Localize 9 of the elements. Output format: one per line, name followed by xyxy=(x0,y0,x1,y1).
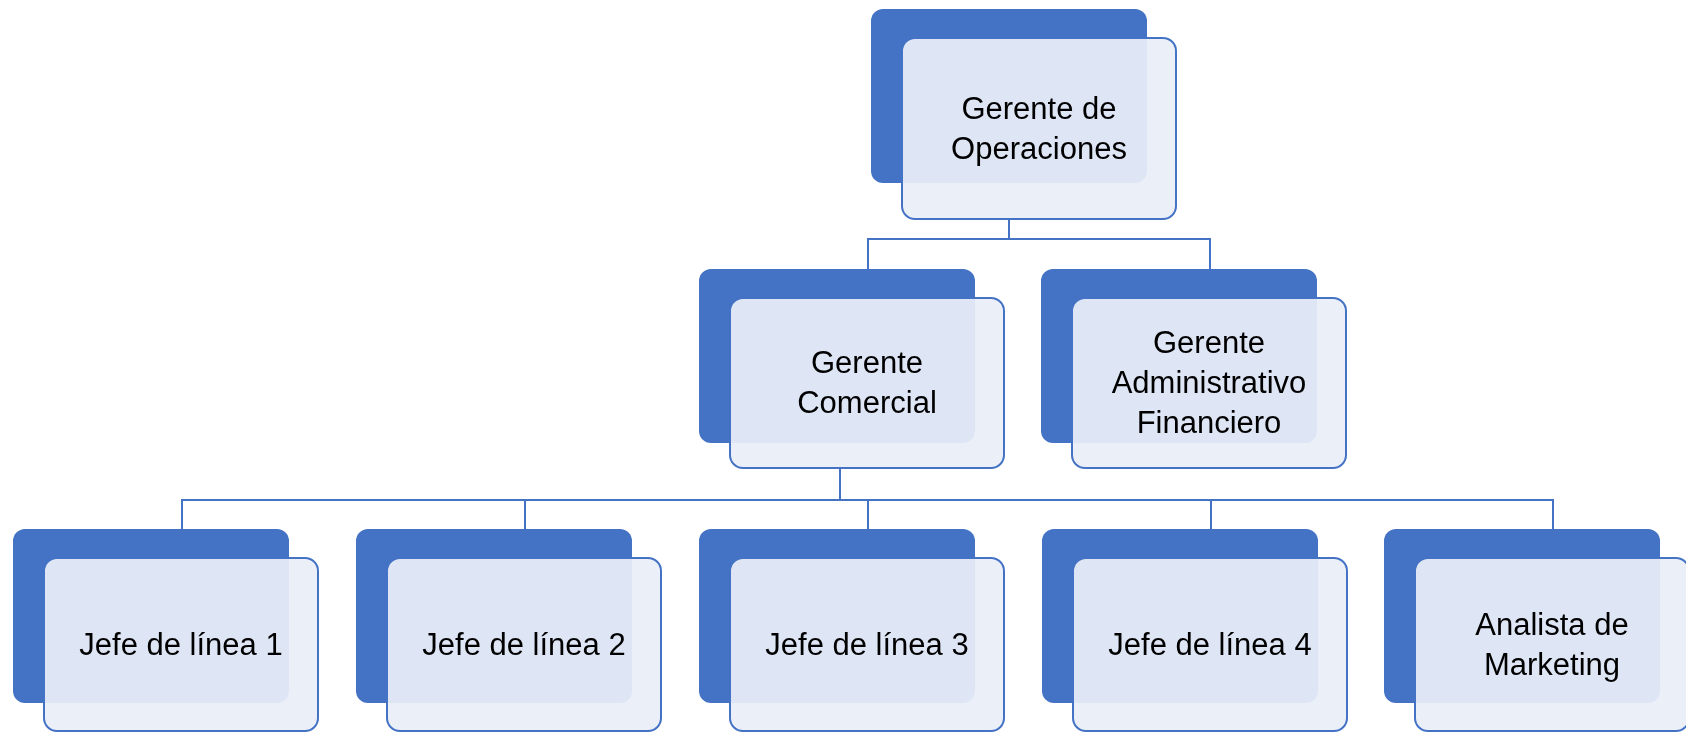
position-title: Gerente de Operaciones xyxy=(950,89,1128,168)
position-title: Gerente Administrativo Financiero xyxy=(1110,324,1308,442)
connector-line xyxy=(1008,219,1211,270)
position-title: Jefe de línea 2 xyxy=(422,625,626,664)
position-title: Gerente Comercial xyxy=(796,344,938,422)
position-title: Jefe de línea 4 xyxy=(1108,625,1312,664)
position-title: Analista de Marketing xyxy=(1474,605,1630,684)
position-title: Jefe de línea 3 xyxy=(765,625,969,664)
position-title: Jefe de línea 1 xyxy=(79,625,283,664)
